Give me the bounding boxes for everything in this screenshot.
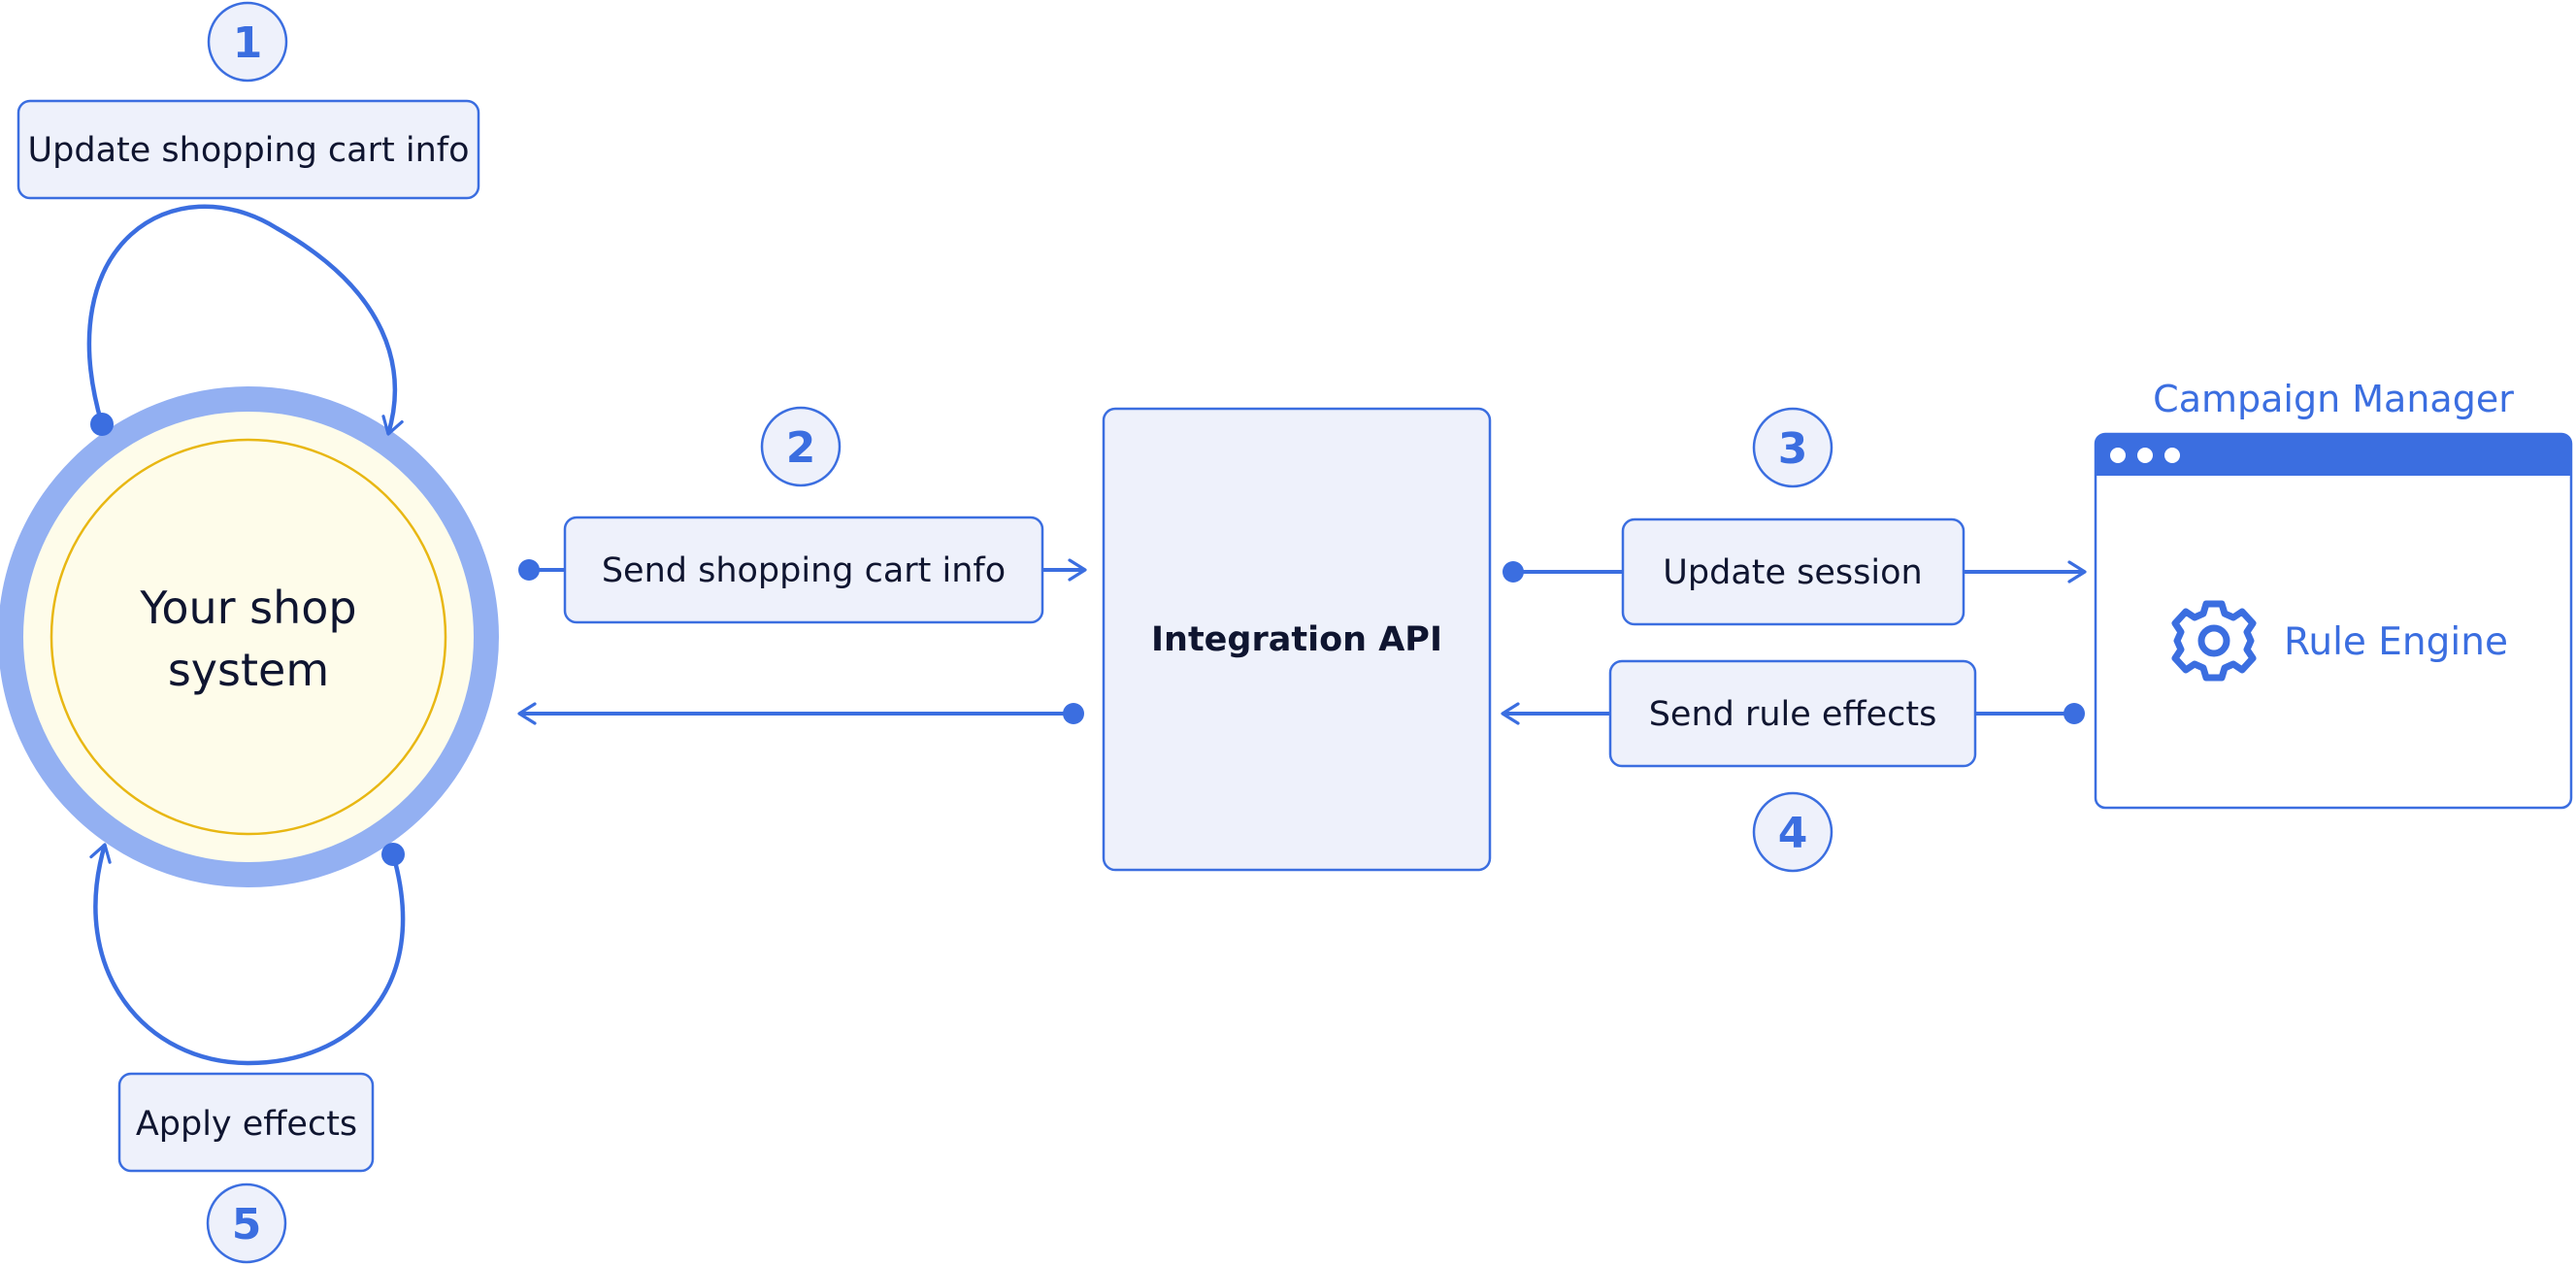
step-1-number: 1: [233, 18, 263, 68]
shop-system-node: Your shop system: [0, 386, 499, 887]
send-effects-connector: [1501, 702, 2085, 725]
window-title-bar: [2096, 434, 2571, 476]
send-cart-label: Send shopping cart info: [602, 551, 1006, 590]
send-cart-box: Send shopping cart info: [563, 516, 1044, 624]
update-cart-box: Update shopping cart info: [17, 99, 480, 200]
integration-api-box: Integration API: [1102, 407, 1492, 872]
update-session-label: Update session: [1663, 553, 1922, 592]
window-dot-icon: [2164, 448, 2180, 463]
step-2-badge: 2: [760, 406, 842, 487]
shop-system-title-line2: system: [168, 644, 329, 696]
update-loop-arrow: [86, 204, 404, 436]
return-to-shop-arrow: [517, 702, 1084, 725]
send-effects-label: Send rule effects: [1649, 695, 1937, 734]
update-session-box: Update session: [1621, 517, 1965, 626]
window-dot-icon: [2137, 448, 2153, 463]
gear-icon: [2171, 600, 2257, 682]
apply-effects-label: Apply effects: [136, 1105, 357, 1144]
step-3-number: 3: [1778, 424, 1808, 474]
update-session-connector: [1503, 560, 2087, 583]
window-dot-icon: [2110, 448, 2126, 463]
step-4-badge: 4: [1752, 791, 1833, 873]
step-2-number: 2: [786, 423, 816, 473]
step-5-badge: 5: [206, 1183, 287, 1264]
step-4-number: 4: [1778, 809, 1808, 858]
apply-effects-box: Apply effects: [117, 1072, 375, 1173]
step-5-number: 5: [232, 1200, 262, 1249]
step-1-badge: 1: [207, 1, 288, 83]
send-effects-box: Send rule effects: [1608, 659, 1977, 768]
update-cart-label: Update shopping cart info: [28, 131, 470, 170]
apply-loop-arrow: [89, 843, 406, 1066]
rule-engine-label: Rule Engine: [2284, 620, 2508, 664]
campaign-manager-title: Campaign Manager: [2153, 378, 2514, 420]
send-cart-connector: [518, 558, 1087, 582]
campaign-manager-window: Campaign Manager Rule Engine: [2094, 378, 2573, 810]
shop-system-title-line1: Your shop: [139, 582, 356, 634]
step-3-badge: 3: [1752, 407, 1833, 488]
integration-api-title: Integration API: [1151, 620, 1442, 659]
